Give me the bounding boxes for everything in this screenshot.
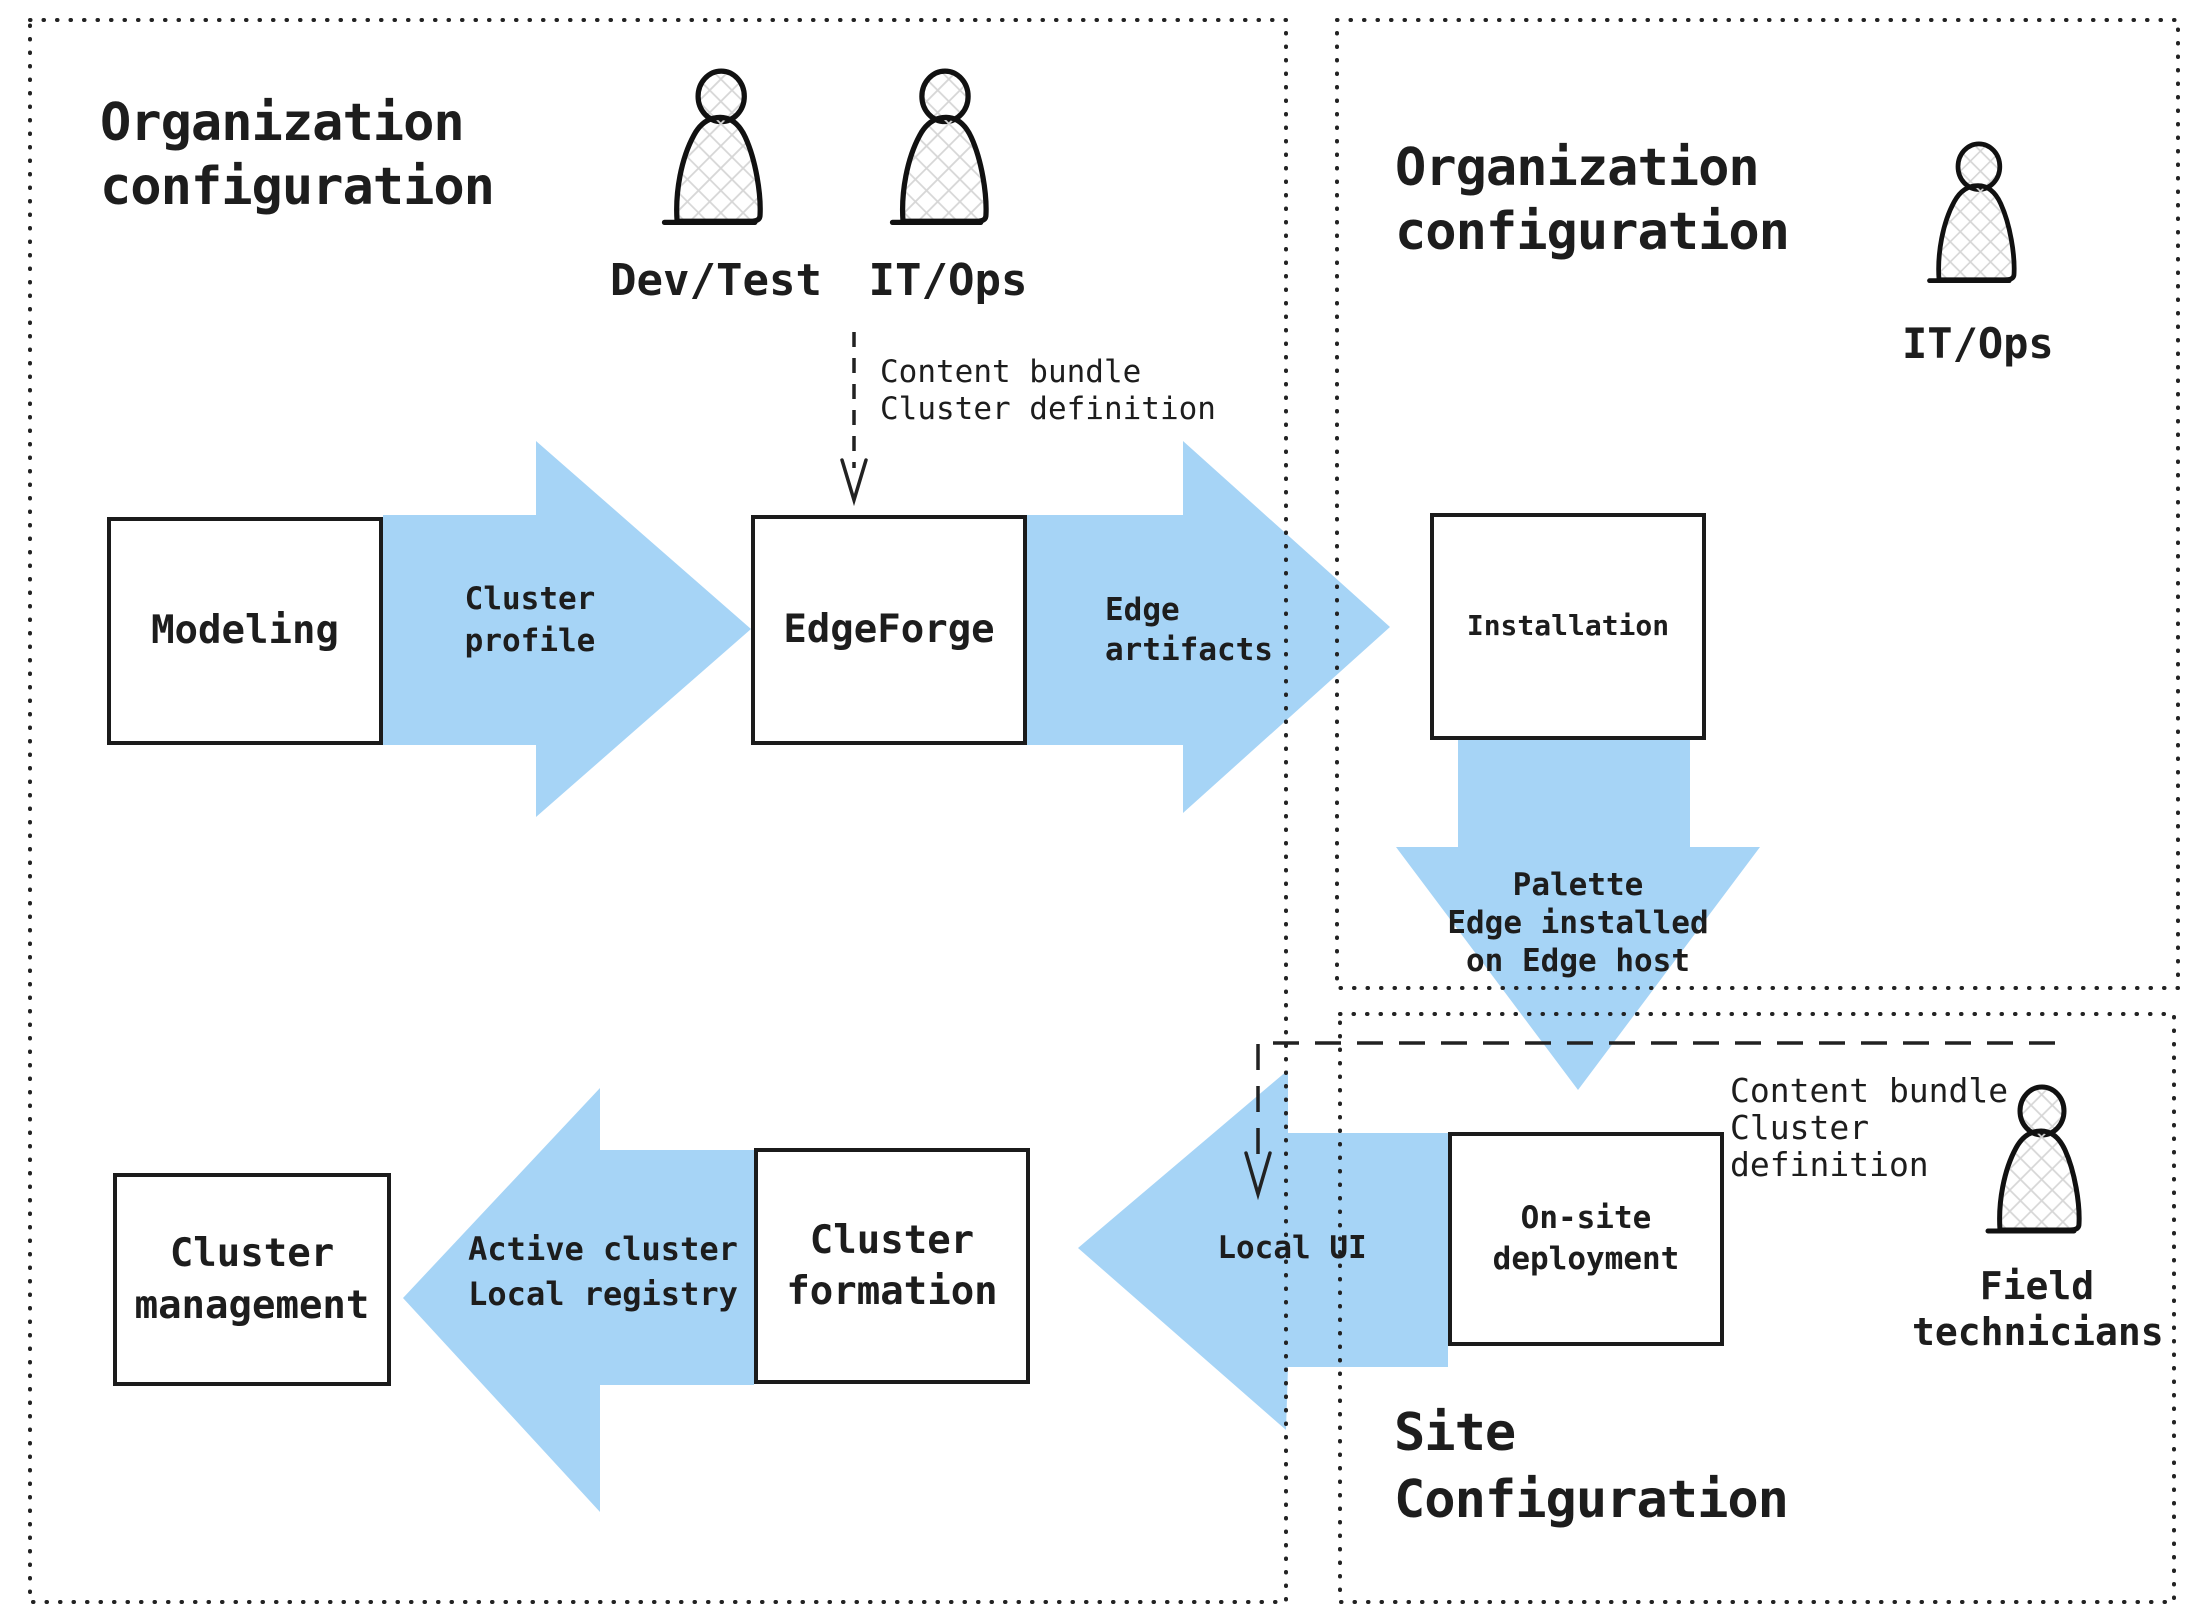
org-config-left-title: Organization configuration: [100, 93, 495, 217]
annotation-content-bundle-left: Content bundle Cluster definition: [880, 354, 1216, 427]
persona-label-it-ops-right: IT/Ops: [1902, 319, 2054, 368]
arrow-palette-edge-installed: [1396, 740, 1760, 1090]
box-installation: Installation: [1430, 513, 1706, 740]
org-config-right-region-border: [1335, 18, 2180, 990]
org-config-right-title: Organization configuration: [1395, 138, 1790, 262]
persona-label-field-technicians: Field technicians: [1912, 1264, 2164, 1354]
person-icon-it-ops-left: [889, 68, 989, 225]
arrow-cluster-profile: [383, 441, 751, 817]
dashed-arrow-bundle-to-local-ui: [1256, 1041, 2055, 1156]
flow-label-edge-artifacts: Edge artifacts: [1105, 592, 1273, 668]
box-modeling: Modeling: [107, 517, 383, 745]
box-cluster-management: Cluster management: [113, 1173, 391, 1386]
flow-label-cluster-profile: Cluster profile: [464, 581, 596, 659]
person-icon-dev-test: [661, 68, 763, 225]
site-config-region-border: [1338, 1012, 2176, 1604]
person-icon-field-technicians: [1985, 1084, 2082, 1234]
box-edgeforge: EdgeForge: [751, 515, 1027, 745]
flow-label-active-cluster: Active cluster Local registry: [468, 1230, 738, 1313]
arrow-active-cluster: [403, 1088, 754, 1512]
dashed-arrowhead-local-ui: [1244, 1151, 1272, 1201]
org-config-left-region-border: [28, 18, 1288, 1604]
persona-label-it-ops-left: IT/Ops: [868, 255, 1028, 306]
flow-label-local-ui: Local UI: [1217, 1230, 1367, 1266]
annotation-content-bundle-site: Content bundle Cluster definition: [1730, 1071, 2009, 1184]
arrow-local-ui: [1078, 1070, 1448, 1430]
box-on-site-deployment: On-site deployment: [1448, 1132, 1724, 1346]
box-cluster-formation: Cluster formation: [754, 1148, 1030, 1384]
dashed-arrowhead-edgeforge: [840, 458, 868, 507]
site-config-title: Site Configuration: [1394, 1403, 1789, 1530]
persona-label-dev-test: Dev/Test: [610, 255, 822, 306]
arrow-edge-artifacts: [1027, 441, 1390, 813]
flow-label-palette-edge-installed: Palette Edge installed on Edge host: [1447, 867, 1709, 979]
person-icon-it-ops-right: [1927, 141, 2017, 284]
